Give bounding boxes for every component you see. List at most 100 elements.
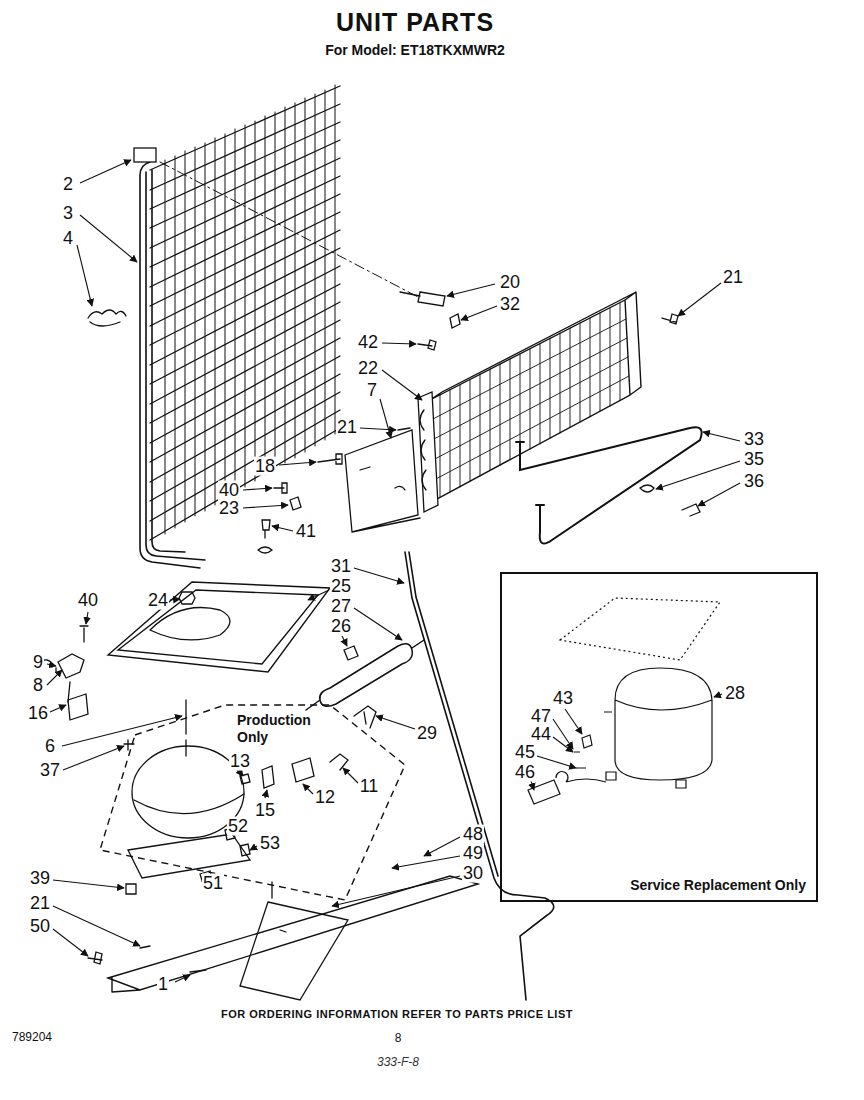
screw-part — [398, 428, 410, 430]
evaporator-return-bends — [420, 410, 426, 490]
leader-lines — [47, 160, 740, 982]
capillary-tube — [405, 552, 554, 1000]
callout-number: 35 — [743, 450, 765, 469]
callout-number: 47 — [530, 707, 552, 726]
callout-number: 23 — [218, 499, 240, 518]
callout-number: 49 — [462, 844, 484, 863]
evaporator-tubes — [431, 319, 629, 480]
compressor-feet — [604, 712, 686, 788]
drain-pan — [108, 582, 330, 672]
callout-number: 40 — [77, 591, 99, 610]
callout-number: 6 — [44, 737, 56, 756]
callout-number: 26 — [330, 617, 352, 636]
callout-number: 25 — [330, 577, 352, 596]
condenser-side-tubes — [140, 162, 205, 568]
callout-number: 24 — [147, 591, 169, 610]
callout-number: 21 — [29, 894, 51, 913]
evaporator-endplate — [418, 392, 438, 512]
compressor — [615, 668, 712, 780]
callout-number: 45 — [514, 743, 536, 762]
model-line: For Model: ET18TKXMWR2 — [324, 43, 506, 58]
callout-number: 13 — [229, 752, 251, 771]
callout-number: 42 — [357, 333, 379, 352]
condenser-tubes — [150, 86, 340, 540]
page-mark: 333-F-8 — [376, 1056, 420, 1069]
callout-number: 16 — [27, 704, 49, 723]
callout-number: 9 — [32, 653, 44, 672]
callout-number: 41 — [295, 522, 317, 541]
screw-part — [258, 520, 272, 553]
callout-number: 36 — [743, 472, 765, 491]
relay-part — [56, 654, 84, 702]
screw-part — [88, 946, 206, 972]
ordering-note: FOR ORDERING INFORMATION REFER TO PARTS … — [220, 1009, 574, 1021]
nut-part — [179, 592, 195, 604]
production-group: Production Only — [95, 700, 410, 905]
terminal-part — [200, 774, 250, 884]
callout-number: 53 — [259, 834, 281, 853]
callout-number: 27 — [330, 597, 352, 616]
callout-number: 48 — [462, 825, 484, 844]
compressor-details — [134, 700, 244, 814]
screw-part — [418, 340, 436, 350]
clip-part — [450, 314, 460, 328]
callout-number: 32 — [499, 295, 521, 314]
drier-part — [306, 640, 424, 710]
callout-number: 40 — [218, 481, 240, 500]
callout-number: 21 — [336, 418, 358, 437]
callout-number: 1 — [157, 975, 169, 994]
callout-number: 3 — [62, 204, 74, 223]
relay-part — [528, 772, 606, 804]
defrost-heater — [516, 427, 702, 543]
callout-number: 46 — [514, 763, 536, 782]
compressor-base — [128, 834, 250, 878]
heater-clip — [640, 485, 700, 516]
callout-number: 2 — [62, 175, 74, 194]
callout-number: 51 — [202, 874, 224, 893]
callout-number: 52 — [227, 817, 249, 836]
page-mark: 789204 — [11, 1031, 53, 1044]
callout-number: 21 — [722, 268, 744, 287]
screw-part — [318, 454, 342, 464]
callout-number: 39 — [29, 869, 51, 888]
callout-number: 8 — [32, 676, 44, 695]
pan-dome — [150, 608, 230, 640]
callout-number: 7 — [366, 381, 378, 400]
callout-number: 12 — [314, 788, 336, 807]
callout-number: 4 — [62, 229, 74, 248]
callout-number: 29 — [416, 724, 438, 743]
condenser-wires — [165, 85, 335, 534]
filter-part — [344, 646, 358, 660]
thermostat-part — [400, 292, 445, 306]
relay-part — [262, 754, 348, 788]
group-note: Service Replacement Only — [630, 877, 806, 894]
callout-number: 22 — [357, 359, 379, 378]
base-bracket — [240, 882, 348, 1000]
evaporator-frame — [430, 292, 641, 500]
callout-number: 33 — [743, 430, 765, 449]
callout-number: 37 — [39, 761, 61, 780]
screw-part — [274, 483, 287, 493]
connector-part — [68, 694, 88, 720]
drain-pan-dotted — [560, 598, 720, 660]
clip-part — [88, 310, 126, 326]
group-note: Production Only — [237, 712, 317, 746]
callout-number: 11 — [359, 777, 380, 796]
callout-number: 30 — [462, 864, 484, 883]
terminal-part — [574, 735, 592, 768]
condenser-clip — [134, 148, 156, 162]
callout-number: 43 — [552, 689, 574, 708]
callout-number: 28 — [724, 684, 746, 703]
clip-part — [354, 706, 376, 728]
callout-number: 20 — [499, 273, 521, 292]
callout-number: 50 — [29, 917, 51, 936]
clip-part — [290, 497, 301, 510]
callout-number: 44 — [530, 725, 552, 744]
callout-number: 15 — [254, 801, 276, 820]
screw-part — [662, 314, 678, 324]
screw-part — [80, 626, 88, 642]
callout-number: 18 — [254, 457, 276, 476]
